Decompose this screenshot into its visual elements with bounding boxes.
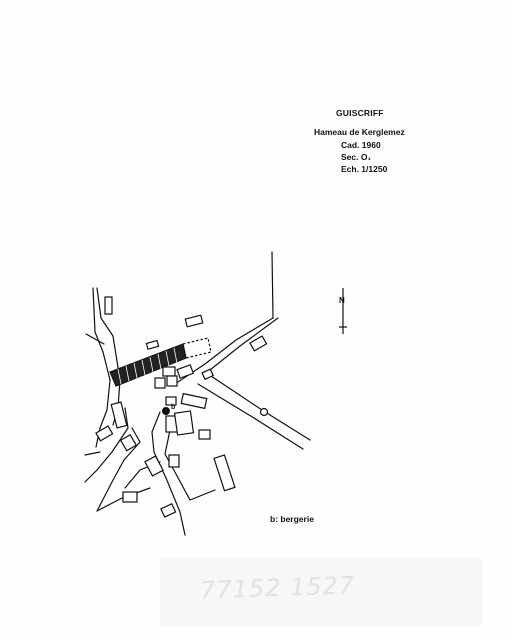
- road-west: [92, 287, 111, 448]
- bergerie-marker: [162, 407, 170, 415]
- scale-label: Ech. 1/1250: [341, 164, 388, 174]
- archive-stamp: [160, 558, 482, 626]
- map-legend: b: bergerie: [270, 514, 314, 524]
- building: [176, 364, 195, 379]
- road-north-east: [177, 251, 274, 383]
- highlighted-building: [109, 343, 187, 387]
- north-label: N: [339, 296, 345, 305]
- building: [144, 455, 164, 477]
- building: [201, 368, 215, 381]
- building: [249, 335, 268, 352]
- building: [119, 433, 138, 452]
- building: [213, 454, 236, 492]
- map-title: GUISCRIFF: [336, 108, 384, 118]
- bergerie-letter: b: [171, 404, 176, 411]
- road-north-east-edge: [209, 317, 279, 371]
- building: [122, 491, 138, 503]
- road-south-east: [204, 371, 311, 441]
- road-west-branch: [85, 333, 105, 345]
- building: [145, 339, 160, 350]
- archive-stamp-text: 77152 1527: [199, 571, 356, 605]
- building: [160, 503, 177, 518]
- road-south-west-low: [96, 487, 151, 512]
- building: [166, 375, 178, 387]
- building: [95, 425, 114, 442]
- building-outline-dashed: [182, 337, 212, 359]
- building: [104, 296, 113, 315]
- building: [173, 410, 195, 436]
- road-south-east-edge: [197, 383, 304, 450]
- building: [168, 454, 180, 468]
- road-south-edge: [164, 429, 216, 501]
- building: [110, 401, 128, 429]
- section-label: Sec. O₁: [341, 152, 371, 162]
- cadastre-label: Cad. 1960: [341, 140, 381, 150]
- road-south-west-edge: [96, 427, 141, 512]
- building: [198, 429, 211, 440]
- building: [162, 366, 176, 377]
- road-marker-circle: [259, 407, 269, 417]
- building: [154, 377, 166, 389]
- building: [184, 314, 204, 328]
- road-west-low: [84, 451, 101, 456]
- building: [180, 392, 208, 410]
- building: [165, 396, 177, 406]
- map-subtitle: Hameau de Kerglemez: [314, 127, 405, 137]
- north-arrow-icon: [339, 288, 347, 334]
- road-south-west: [84, 407, 129, 483]
